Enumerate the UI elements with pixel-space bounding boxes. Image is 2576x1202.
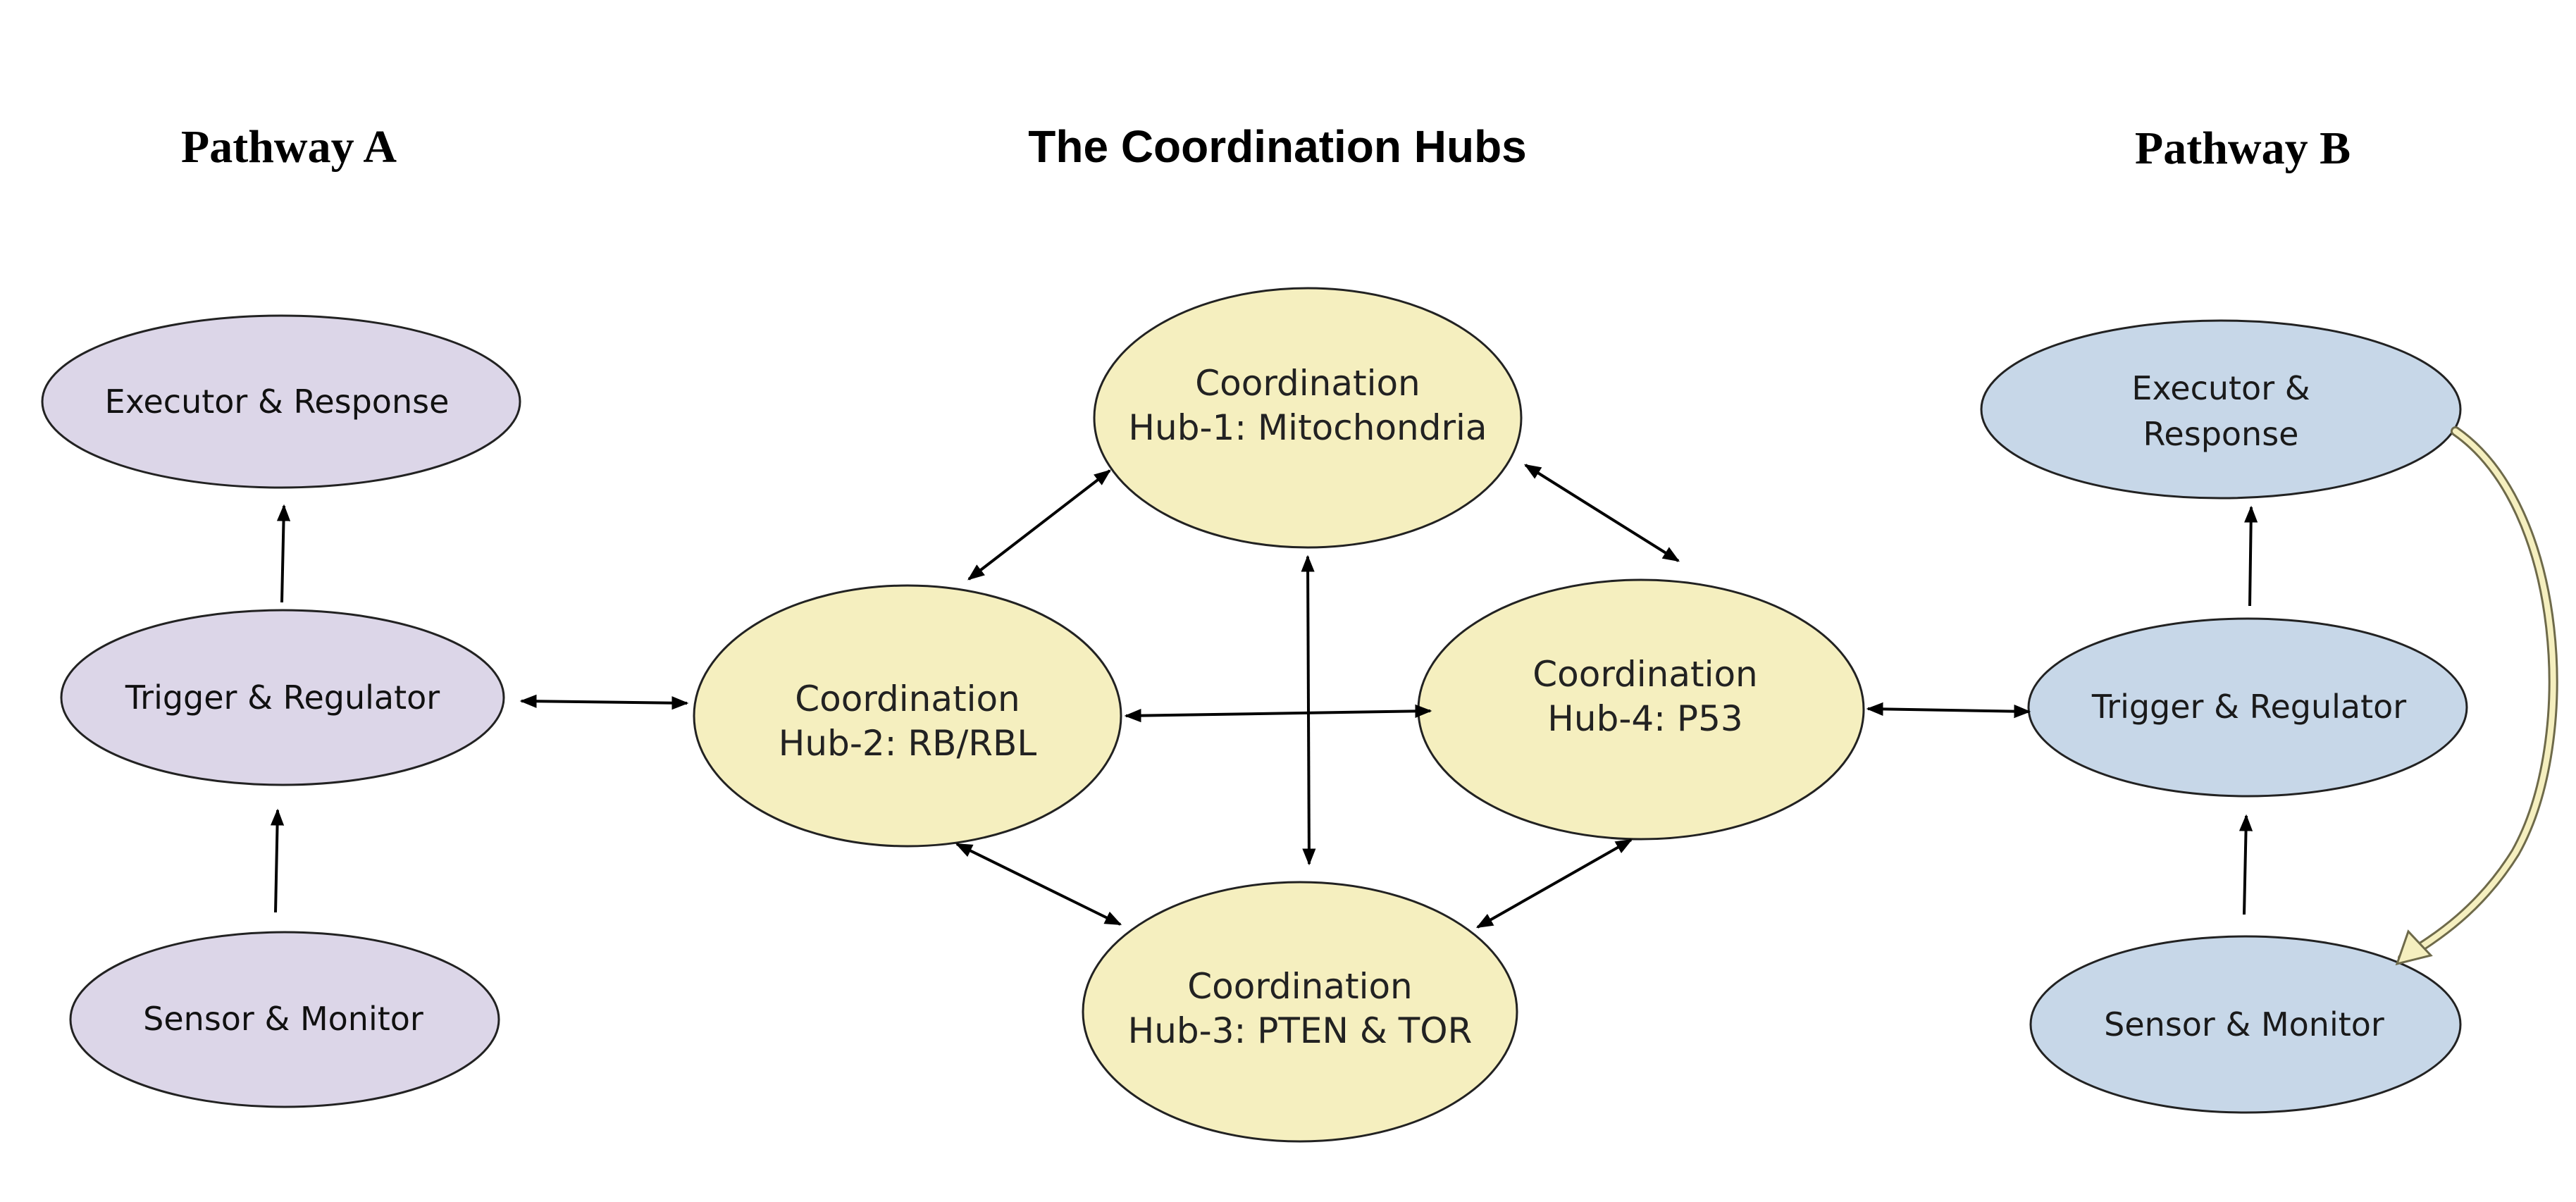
pathway-a-trigger-label: Trigger & Regulator xyxy=(125,679,440,717)
hub-2-label-line2: Hub-2: RB/RBL xyxy=(779,723,1037,764)
pathway-b-sensor-label: Sensor & Monitor xyxy=(2104,1005,2384,1043)
pathway-b-trigger-node: Trigger & Regulator xyxy=(2027,617,2468,798)
arrow-hub1-hub4 xyxy=(1523,464,1680,562)
pathway-b-executor-node: Executor & Response xyxy=(1980,319,2462,500)
arrow-hub4-trigger-b xyxy=(1866,702,2031,719)
hub-4-label-line2: Hub-4: P53 xyxy=(1547,698,1742,739)
arrow-b-sensor-to-trigger xyxy=(2238,814,2253,915)
hub-4-label-line1: Coordination xyxy=(1532,654,1758,695)
hub-2-node: Coordination Hub-2: RB/RBL xyxy=(693,584,1122,848)
hub-3-node: Coordination Hub-3: PTEN & TOR xyxy=(1082,881,1518,1143)
arrow-a-sensor-to-trigger xyxy=(270,808,285,913)
pathway-a-heading: Pathway A xyxy=(181,121,397,173)
pathway-b-executor-label-line2: Response xyxy=(2143,415,2299,453)
hub-3-label-line1: Coordination xyxy=(1187,966,1413,1007)
arrow-hub2-hub4 xyxy=(1124,704,1432,723)
pathway-a-sensor-label: Sensor & Monitor xyxy=(143,1000,423,1038)
hub-1-label-line1: Coordination xyxy=(1195,363,1420,404)
pathway-a-sensor-node: Sensor & Monitor xyxy=(69,931,500,1108)
pathway-a-trigger-node: Trigger & Regulator xyxy=(60,609,505,786)
arrow-hub1-hub3 xyxy=(1301,554,1316,866)
pathway-b-heading: Pathway B xyxy=(2135,123,2351,174)
feedback-arrow-executor-to-sensor xyxy=(2395,426,2558,966)
pathway-b-sensor-node: Sensor & Monitor xyxy=(2029,935,2462,1114)
hub-2-label-line1: Coordination xyxy=(795,679,1020,719)
hub-1-label-line2: Hub-1: Mitochondria xyxy=(1128,407,1487,448)
hub-4-node: Coordination Hub-4: P53 xyxy=(1417,578,1865,841)
pathway-b-trigger-label: Trigger & Regulator xyxy=(2091,688,2406,726)
hubs-heading: The Coordination Hubs xyxy=(1028,121,1527,172)
arrow-a-trigger-to-executor xyxy=(276,504,291,603)
arrow-hub2-hub1 xyxy=(967,469,1111,581)
pathway-a-executor-label: Executor & Response xyxy=(105,383,450,421)
pathway-b-executor-label-line1: Executor & xyxy=(2131,369,2310,407)
hub-3-label-line2: Hub-3: PTEN & TOR xyxy=(1128,1010,1473,1051)
pathway-a-executor-node: Executor & Response xyxy=(41,314,521,489)
hub-1-node: Coordination Hub-1: Mitochondria xyxy=(1093,287,1523,549)
arrow-hub3-hub4 xyxy=(1475,838,1633,929)
arrow-hub2-hub3 xyxy=(955,843,1122,926)
arrow-b-trigger-to-executor xyxy=(2244,505,2258,607)
arrow-a-trigger-hub2 xyxy=(519,694,689,710)
